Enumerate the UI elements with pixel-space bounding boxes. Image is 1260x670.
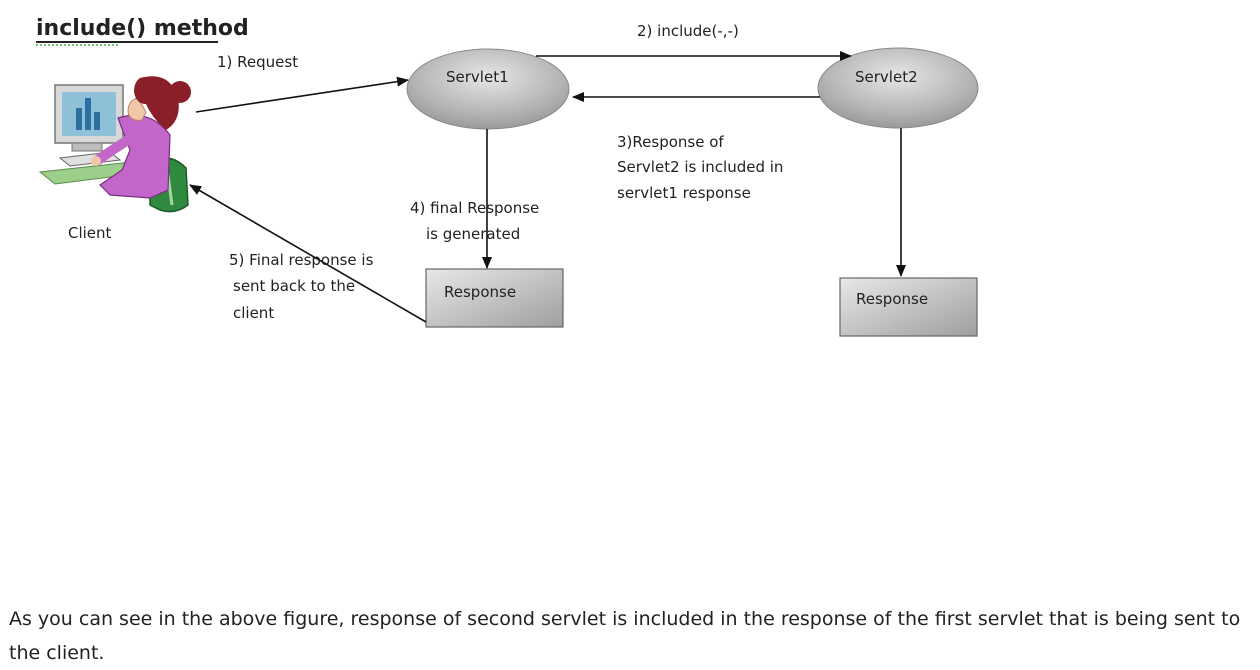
step1-label: 1) Request [217, 53, 298, 71]
diagram-title-group: include() method [36, 16, 249, 46]
hair [134, 76, 179, 130]
step4-label-line2: is generated [426, 225, 520, 243]
servlet1-label: Servlet1 [446, 68, 509, 86]
response1-box [425, 268, 564, 328]
servlet1-node [406, 48, 570, 130]
include-method-diagram: include() method Client Servlet1 Serv [36, 16, 979, 337]
servlet2-node [817, 47, 979, 129]
response2-box [839, 277, 978, 337]
servlet2-label: Servlet2 [855, 68, 918, 86]
step2-label: 2) include(-,-) [637, 22, 739, 40]
response2-label: Response [856, 290, 928, 308]
response1-label: Response [444, 283, 516, 301]
figure-caption: As you can see in the above figure, resp… [9, 608, 1241, 664]
step5-label-line2: sent back to the [233, 277, 355, 295]
client-computer-illustration [38, 76, 191, 213]
step5-label-line1: 5) Final response is [229, 251, 374, 269]
step5-label-line3: client [233, 304, 274, 322]
diagram-title: include() method [36, 16, 249, 41]
arrow-request [195, 76, 409, 113]
step3-label-line3: servlet1 response [617, 184, 751, 202]
step3-label-line1: 3)Response of [617, 133, 724, 151]
step3-label-line2: Servlet2 is included in [617, 158, 783, 176]
arrow-response-to-client [189, 184, 427, 323]
client-label: Client [68, 224, 112, 242]
step4-label-line1: 4) final Response [410, 199, 539, 217]
